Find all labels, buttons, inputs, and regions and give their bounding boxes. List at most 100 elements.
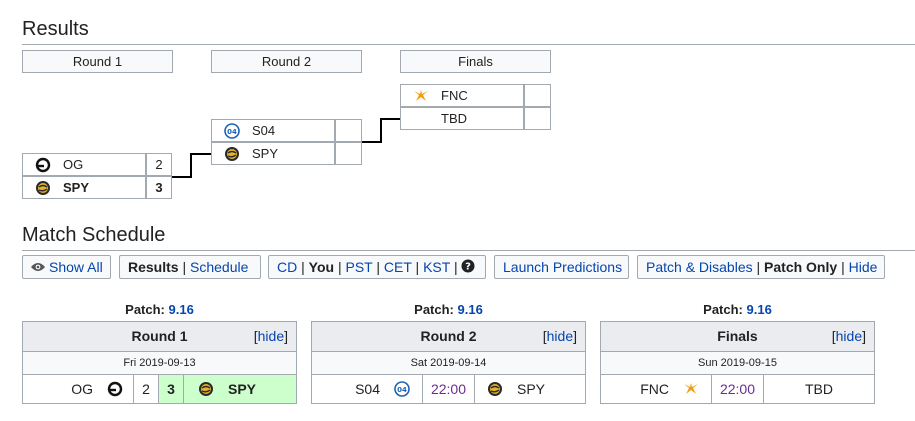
svg-text:?: ? <box>466 262 472 273</box>
hide-toggle[interactable]: [hide] <box>254 322 288 351</box>
team2-cell: TBD <box>764 375 874 403</box>
splyce-logo-icon <box>487 381 503 397</box>
patch-version-link[interactable]: 9.16 <box>457 302 483 317</box>
match-row: OG 2 3 SPY <box>23 375 296 403</box>
team2-cell: SPY <box>475 375 585 403</box>
match-date: Sat 2019-09-14 <box>312 352 585 375</box>
bracket-final-team-tbd: TBD <box>400 107 524 130</box>
svg-text:04: 04 <box>397 386 407 394</box>
bracket-r1-team-og: OG <box>22 153 146 176</box>
team1-cell: FNC <box>601 375 712 403</box>
team-name: SPY <box>252 146 279 161</box>
patch-only-option[interactable]: Patch Only <box>764 259 838 275</box>
results-heading: Results <box>22 18 89 40</box>
bracket-r2-score-spy <box>335 142 362 165</box>
team-name: FNC <box>640 381 669 397</box>
bracket-connector <box>380 118 382 143</box>
patch-caption: Patch: <box>125 302 165 317</box>
fnatic-logo-icon <box>413 88 429 104</box>
separator: | <box>301 259 305 275</box>
patch-version-link[interactable]: 9.16 <box>168 302 194 317</box>
hide-link[interactable]: hide <box>835 328 863 344</box>
separator: | <box>841 259 845 275</box>
results-toggle-option[interactable]: Results <box>128 259 179 275</box>
schalke-logo-icon: 04 <box>394 381 410 397</box>
eye-icon <box>30 257 46 279</box>
team-name: FNC <box>441 88 468 103</box>
launch-predictions-label: Launch Predictions <box>503 259 623 275</box>
bracket-r1-score-spy: 3 <box>146 176 172 199</box>
round-title: Round 1 <box>131 328 188 344</box>
tz-cet-option[interactable]: CET <box>383 259 412 275</box>
separator: | <box>756 259 761 275</box>
team-name: OG <box>71 381 93 397</box>
splyce-logo-icon <box>224 146 240 162</box>
patch-label: Patch: 9.16 <box>22 302 297 317</box>
bracket-open: [ <box>253 328 258 344</box>
patch-caption: Patch: <box>703 302 743 317</box>
bracket-connector <box>362 141 381 143</box>
match-table-header: Round 2 [hide] <box>312 322 585 352</box>
match-table-round2: Round 2 [hide] Sat 2019-09-14 S04 04 22:… <box>311 321 586 404</box>
team1-cell: S04 04 <box>312 375 423 403</box>
team-name: S04 <box>355 381 380 397</box>
bracket-final-score-tbd <box>524 107 551 130</box>
tz-kst-option[interactable]: KST <box>423 259 451 275</box>
svg-text:04: 04 <box>227 128 237 136</box>
round-title: Round 2 <box>420 328 477 344</box>
launch-predictions-button[interactable]: Launch Predictions <box>494 255 629 279</box>
hide-link[interactable]: hide <box>546 328 574 344</box>
hide-toggle[interactable]: [hide] <box>543 322 577 351</box>
help-icon[interactable]: ? <box>461 257 475 279</box>
splyce-logo-icon <box>35 180 51 196</box>
schedule-heading: Match Schedule <box>22 224 166 246</box>
match-table-round1: Round 1 [hide] Fri 2019-09-13 OG 2 3 SPY <box>22 321 297 404</box>
results-divider <box>22 44 915 45</box>
match-table-finals: Finals [hide] Sun 2019-09-15 FNC 22:00 T… <box>600 321 875 404</box>
separator: | <box>415 259 420 275</box>
hide-link[interactable]: hide <box>257 328 285 344</box>
show-all-button[interactable]: Show All <box>22 255 111 279</box>
patch-version-link[interactable]: 9.16 <box>746 302 772 317</box>
patch-label: Patch: 9.16 <box>311 302 586 317</box>
match-date: Fri 2019-09-13 <box>23 352 296 375</box>
tz-cd-option[interactable]: CD <box>277 259 298 275</box>
bracket-connector <box>190 153 192 178</box>
bracket-r1-score-og: 2 <box>146 153 172 176</box>
round-title: Finals <box>717 328 758 344</box>
team1-cell: OG <box>23 375 134 403</box>
bracket-final-score-fnc <box>524 84 551 107</box>
patch-disables-option[interactable]: Patch & Disables <box>646 259 753 275</box>
hide-option[interactable]: Hide <box>848 259 878 275</box>
match-row: FNC 22:00 TBD <box>601 375 874 403</box>
bracket-round2-header: Round 2 <box>211 50 362 73</box>
bracket-r2-team-spy: SPY <box>211 142 335 165</box>
tz-pst-option[interactable]: PST <box>345 259 373 275</box>
team2-cell: SPY <box>184 375 296 403</box>
timezone-toggle: CD | You | PST | CET | KST | ? <box>268 255 486 279</box>
match-time: 22:00 <box>712 375 764 403</box>
team-name: TBD <box>441 111 467 126</box>
hide-toggle[interactable]: [hide] <box>832 322 866 351</box>
separator: | <box>376 259 380 275</box>
team-name: SPY <box>228 381 257 397</box>
patch-label: Patch: 9.16 <box>600 302 875 317</box>
results-schedule-toggle: Results | Schedule <box>119 255 261 279</box>
separator: | <box>337 259 342 275</box>
match-time: 22:00 <box>423 375 475 403</box>
tz-you-option[interactable]: You <box>308 259 335 275</box>
separator: | <box>453 259 458 275</box>
fnatic-logo-icon <box>683 381 699 397</box>
patch-caption: Patch: <box>414 302 454 317</box>
splyce-logo-icon <box>198 381 214 397</box>
match-date: Sun 2019-09-15 <box>601 352 874 375</box>
team-name: OG <box>63 157 84 172</box>
match-table-header: Round 1 [hide] <box>23 322 296 352</box>
team-name: SPY <box>63 180 90 195</box>
bracket-close: ] <box>284 328 288 344</box>
bracket-r2-team-s04: 04 S04 <box>211 119 335 142</box>
bracket-connector <box>190 153 211 155</box>
bracket-r1-team-spy: SPY <box>22 176 146 199</box>
team-name: TBD <box>805 381 833 397</box>
schedule-toggle-option[interactable]: Schedule <box>190 259 249 275</box>
